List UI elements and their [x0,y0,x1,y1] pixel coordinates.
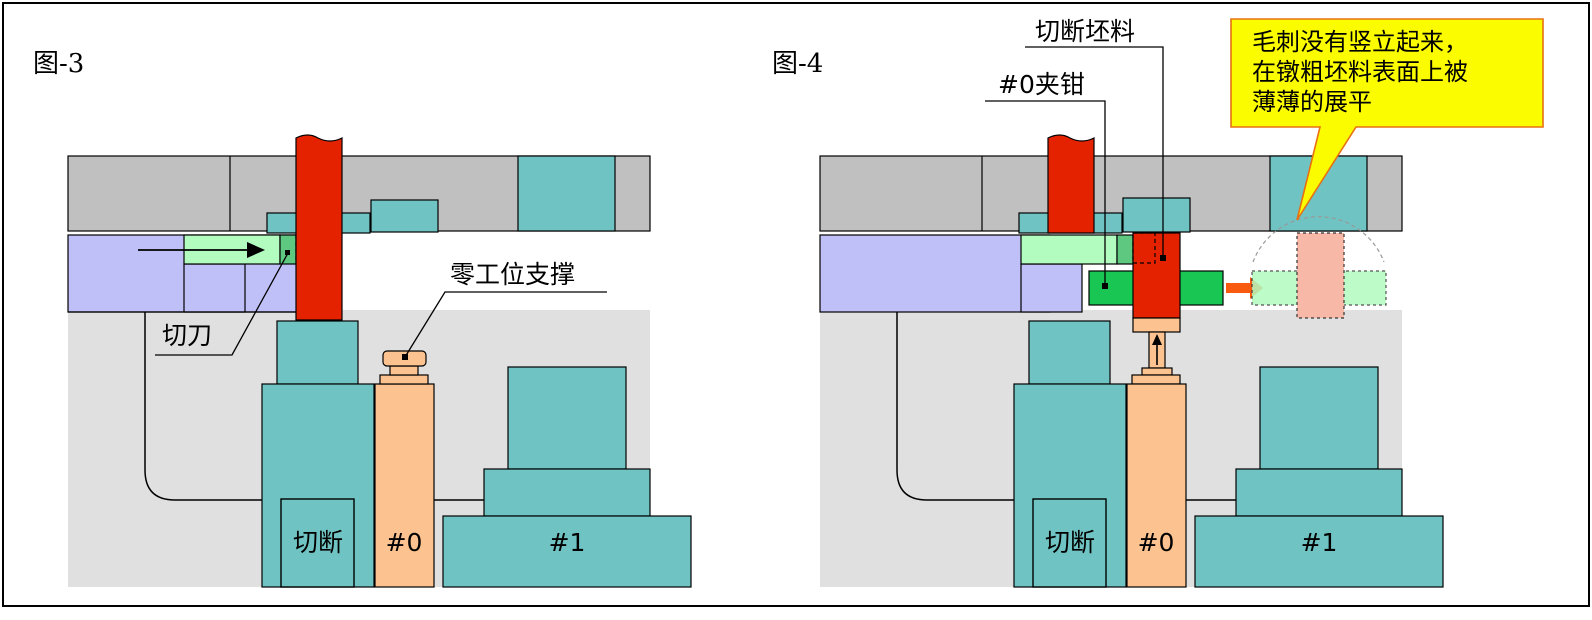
zero-support-label: 零工位支撑 [450,260,575,289]
cut-blank-leader [1025,46,1164,258]
figure-4-title: 图-4 [772,49,823,79]
cut-station-label-box [280,498,355,588]
top-die-insert [517,155,616,232]
bar-stock-4 [1020,234,1118,265]
zero-support-leader [404,291,607,358]
station-1-label: #1 [549,528,586,557]
cutter-label: 切刀 [162,321,212,350]
body-contour-line [144,310,262,501]
station-1-4 [1194,515,1444,588]
callout-line-2: 在镦粗坯料表面上被 [1252,58,1468,86]
station-1-head [507,366,627,470]
station-0-label-4: #0 [1138,528,1175,557]
station-0 [374,383,435,588]
transferred-blank-ghost [1296,232,1345,319]
clamp0-leader [985,100,1106,286]
station-1-label-4: #1 [1301,528,1338,557]
cutter-leader [155,252,289,356]
cut-blank-label: 切断坯料 [1035,17,1135,46]
cutter-head [276,320,359,385]
punch-rod-4 [1047,134,1095,234]
cut-blank [279,234,297,265]
station-0-4 [1126,383,1187,588]
callout-line-3: 薄薄的展平 [1252,88,1372,116]
cut-blank-4 [1132,232,1181,319]
cut-station-label: 切断 [293,528,343,557]
feed-plate-4 [819,234,1051,313]
figure-3: 图-3 切断 #0 [33,49,692,588]
figure-3-title: 图-3 [33,49,84,79]
figure-4: 图-4 切断 #0 [772,17,1544,588]
punch-rod [295,134,343,321]
clamp-jaw-right [1177,270,1224,306]
callout-line-1: 毛刺没有竖立起来， [1252,28,1468,56]
station-1 [442,515,692,588]
clamp-jaw-left [1088,270,1136,306]
clamp0-label: #0夹钳 [998,70,1085,99]
die-block [370,199,439,233]
station-0-label: #0 [386,528,423,557]
cut-station-label-4: 切断 [1045,528,1095,557]
burr-callout [1230,18,1544,221]
